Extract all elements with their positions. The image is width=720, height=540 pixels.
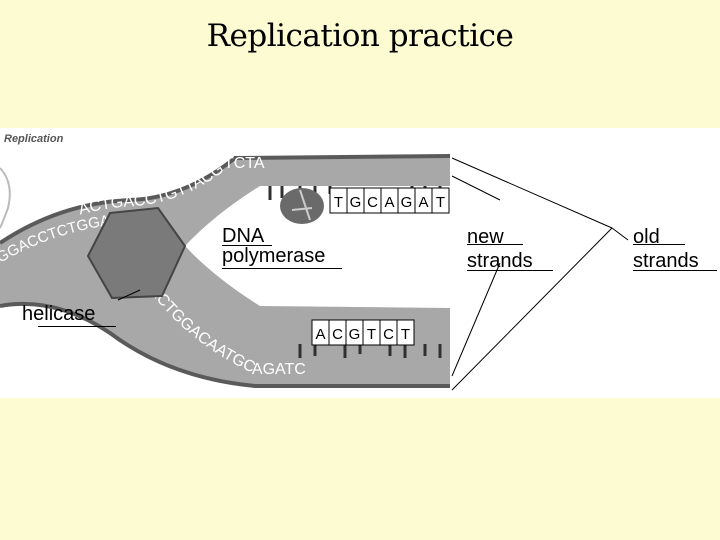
base-letter: T — [334, 194, 343, 211]
top-strand-edge — [0, 154, 451, 245]
replication-figure-panel: Replication ACTGACCTGTTACGTCTA — [0, 128, 720, 398]
base-letter: T — [401, 326, 410, 343]
bottom-base-bars — [298, 344, 442, 358]
answer-underline — [467, 244, 523, 245]
base-letter: G — [349, 326, 361, 343]
old-strands-label-line1: old — [633, 226, 660, 248]
base-letter: C — [367, 194, 378, 211]
base-box — [431, 187, 450, 214]
figure-caption: Replication — [4, 133, 64, 145]
dna-polymerase-label-line1: DNA — [222, 225, 265, 247]
dna-polymerase-label: DNA polymerase — [222, 224, 325, 268]
answer-underline — [222, 245, 272, 246]
base-box — [396, 319, 415, 346]
cell-edge-sketch — [0, 167, 11, 229]
answer-underline — [633, 270, 717, 271]
pointer-lines — [117, 157, 629, 391]
new-strands-label-line2: strands — [467, 250, 533, 272]
base-letter: A — [384, 194, 394, 211]
old-strands-label-line2: strands — [633, 250, 699, 272]
helicase-label: helicase — [22, 303, 96, 325]
base-letter: G — [401, 194, 413, 211]
answer-underline — [633, 244, 685, 245]
page-title: Replication practice — [206, 18, 514, 54]
new-strands-label: new strands — [467, 225, 533, 273]
helicase-enzyme — [86, 206, 187, 300]
answer-underline — [38, 326, 116, 327]
base-letter: A — [418, 194, 428, 211]
base-letter: C — [332, 326, 343, 343]
old-strands-label: old strands — [633, 225, 699, 273]
answer-underline — [222, 268, 342, 269]
bottom-strand-edge — [0, 301, 450, 388]
polymerase-icon — [291, 189, 313, 221]
base-letter: C — [383, 326, 394, 343]
new-strands-label-line1: new — [467, 226, 504, 248]
base-letter: G — [350, 194, 362, 211]
base-letter: A — [315, 326, 325, 343]
replication-diagram: Replication ACTGACCTGTTACGTCTA — [0, 128, 629, 391]
base-letter: T — [436, 194, 445, 211]
fork-opening — [192, 188, 450, 306]
dna-polymerase-enzyme — [280, 188, 324, 224]
dna-polymerase-label-line2: polymerase — [222, 245, 326, 267]
base-letter: T — [367, 326, 376, 343]
answer-underline — [467, 270, 553, 271]
